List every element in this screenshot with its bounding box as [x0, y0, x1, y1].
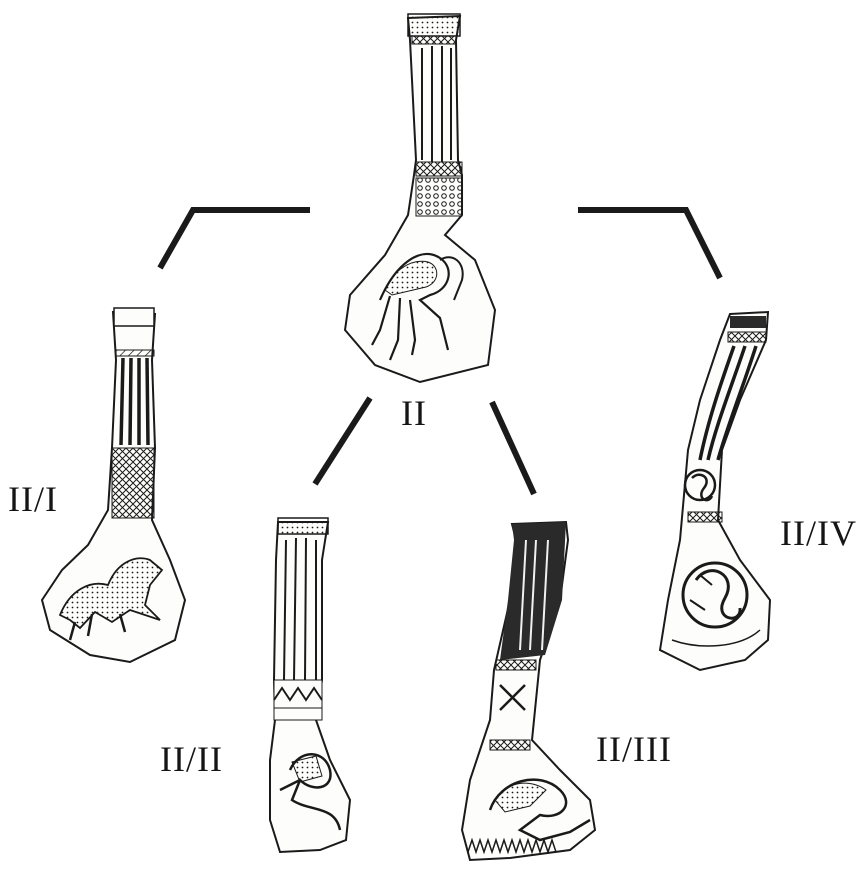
- connector-ii-to-ii-ii: [315, 398, 370, 484]
- label-ii: II: [401, 392, 427, 434]
- axe-ii-iii-drawing: [462, 522, 595, 860]
- axe-ii-drawing: [345, 14, 495, 382]
- label-ii-ii: II/II: [160, 738, 223, 780]
- axe-ii-iv-drawing: [660, 312, 770, 670]
- axe-ii-i-drawing: [42, 308, 185, 662]
- connector-ii-to-ii-iii: [492, 402, 534, 494]
- label-ii-i: II/I: [8, 478, 58, 520]
- connector-ii-to-ii-iv: [578, 210, 720, 278]
- connector-ii-to-ii-i: [160, 210, 310, 268]
- axe-ii-ii-drawing: [270, 518, 350, 852]
- label-ii-iii: II/III: [596, 728, 672, 770]
- label-ii-iv: II/IV: [780, 512, 857, 554]
